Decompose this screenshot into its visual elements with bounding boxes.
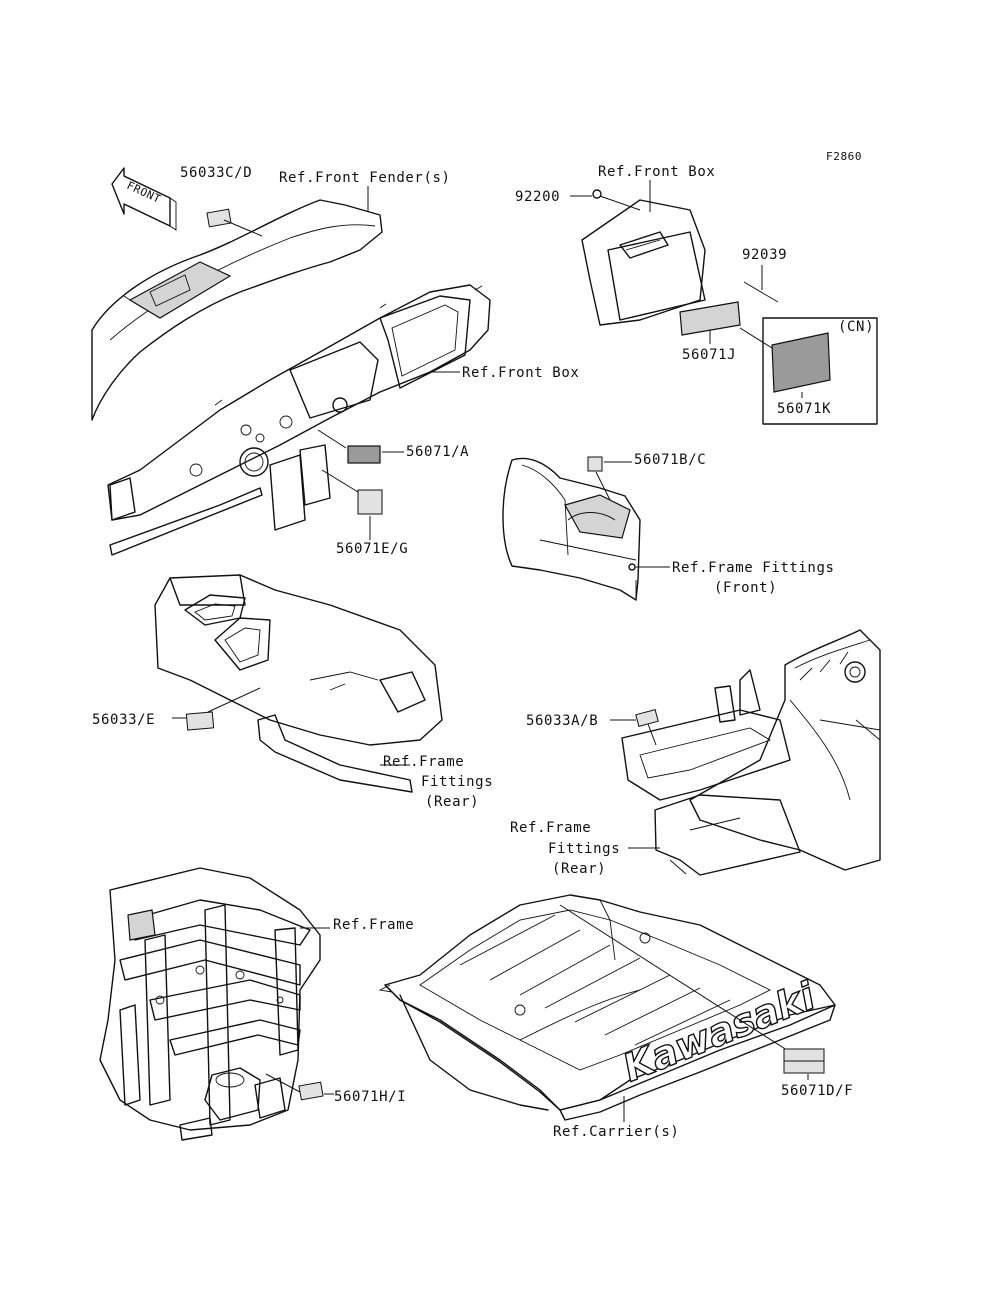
label-56071k: 56071K bbox=[777, 401, 831, 417]
label-ref-front-box-1: Ref.Front Box bbox=[598, 164, 715, 180]
cargo-bed: Kawasaki bbox=[378, 894, 836, 1121]
label-ref-carrier: Ref.Carrier(s) bbox=[553, 1124, 679, 1140]
decal-56033ab bbox=[635, 709, 659, 727]
label-56071df: 56071D/F bbox=[781, 1083, 853, 1099]
label-92039: 92039 bbox=[742, 247, 787, 263]
decal-56033cd bbox=[206, 208, 232, 228]
rear-frame-fitting-panel bbox=[621, 629, 881, 876]
label-ref-front-fender: Ref.Front Fender(s) bbox=[279, 170, 451, 186]
label-ref-frame-fittings-rear-a-2: Fittings bbox=[421, 774, 493, 790]
label-92200: 92200 bbox=[515, 189, 560, 205]
label-ref-frame-fittings-front-1: Ref.Frame Fittings bbox=[672, 560, 835, 576]
decal-56071hi bbox=[298, 1081, 324, 1101]
label-56033cd: 56033C/D bbox=[180, 165, 252, 181]
label-56071eg: 56071E/G bbox=[336, 541, 408, 557]
center-console bbox=[154, 574, 443, 793]
label-ref-frame-fittings-rear-b-3: (Rear) bbox=[552, 861, 606, 877]
front-direction-arrow: FRONT bbox=[111, 167, 177, 231]
decal-56071a bbox=[347, 445, 381, 464]
front-fender-dash-assembly bbox=[91, 199, 491, 556]
front-arrow-label: FRONT bbox=[125, 179, 163, 206]
label-ref-frame: Ref.Frame bbox=[333, 917, 414, 933]
label-56071hi: 56071H/I bbox=[334, 1089, 406, 1105]
cn-inset: (CN) 56071K bbox=[739, 317, 878, 425]
label-56033e: 56033/E bbox=[92, 712, 155, 728]
label-ref-frame-fittings-rear-b-2: Fittings bbox=[548, 841, 620, 857]
frame-assembly bbox=[99, 867, 321, 1141]
label-56071j: 56071J bbox=[682, 347, 736, 363]
label-ref-front-box-2: Ref.Front Box bbox=[462, 365, 579, 381]
decal-56071eg bbox=[357, 489, 383, 515]
decal-56071k bbox=[771, 332, 831, 393]
front-box-lid bbox=[581, 199, 779, 336]
label-56033ab: 56033A/B bbox=[526, 713, 598, 729]
decal-56033e bbox=[185, 711, 215, 731]
clip-92200 bbox=[592, 189, 602, 199]
front-frame-fitting-panel bbox=[502, 457, 641, 601]
decal-56071bc bbox=[587, 456, 603, 472]
label-ref-frame-fittings-rear-b-1: Ref.Frame bbox=[510, 820, 591, 836]
label-cn: (CN) bbox=[838, 319, 874, 335]
label-ref-frame-fittings-front-2: (Front) bbox=[714, 580, 777, 596]
label-ref-frame-fittings-rear-a-3: (Rear) bbox=[425, 794, 479, 810]
label-ref-frame-fittings-rear-a-1: Ref.Frame bbox=[383, 754, 464, 770]
label-56071a: 56071/A bbox=[406, 444, 469, 460]
label-56071bc: 56071B/C bbox=[634, 452, 706, 468]
figure-code: F2860 bbox=[826, 150, 862, 163]
